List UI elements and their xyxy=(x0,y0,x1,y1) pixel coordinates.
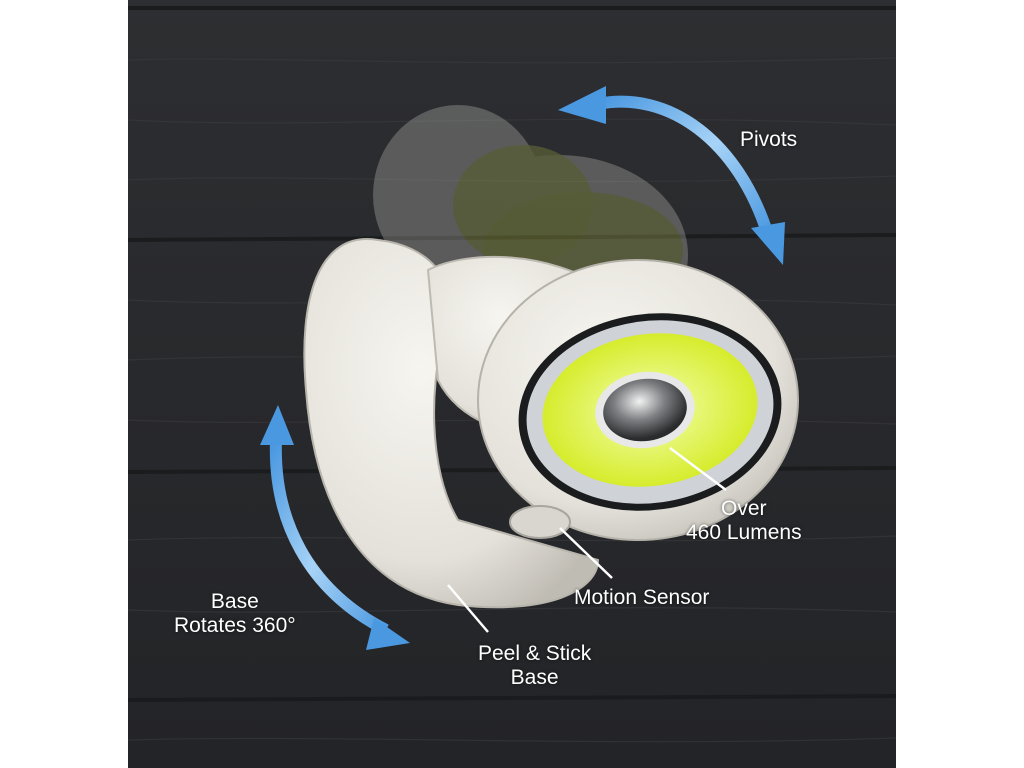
peel-stick-label-line-2: Base xyxy=(510,666,559,689)
lumens-label-line-2: 460 Lumens xyxy=(686,521,802,544)
peel-stick-label: Peel & Stick Base xyxy=(478,642,591,690)
base-rotates-label-line-1: Base xyxy=(210,590,259,613)
base-rotate-arrow xyxy=(260,405,410,650)
chrome-center xyxy=(603,378,687,442)
callout-leader-lines xyxy=(447,447,727,633)
product-scene xyxy=(128,0,896,768)
pivots-label: Pivots xyxy=(740,128,797,152)
base-rotates-label-line-2: Rotates 360° xyxy=(174,614,296,637)
motion-sensor-label-line-1: Motion Sensor xyxy=(574,586,710,609)
motion-sensor-label: Motion Sensor xyxy=(574,586,709,610)
pivots-label-line-1: Pivots xyxy=(740,128,798,151)
product-photo: Pivots Over 460 Lumens Motion Sensor Bas… xyxy=(128,0,896,768)
peel-stick-label-line-1: Peel & Stick xyxy=(478,642,592,665)
motion-sensor-window xyxy=(509,505,571,539)
base-rotates-label: Base Rotates 360° xyxy=(174,590,296,638)
pivot-arrow xyxy=(558,86,785,265)
lumens-label: Over 460 Lumens xyxy=(686,497,802,545)
lumens-label-line-1: Over xyxy=(721,497,767,520)
